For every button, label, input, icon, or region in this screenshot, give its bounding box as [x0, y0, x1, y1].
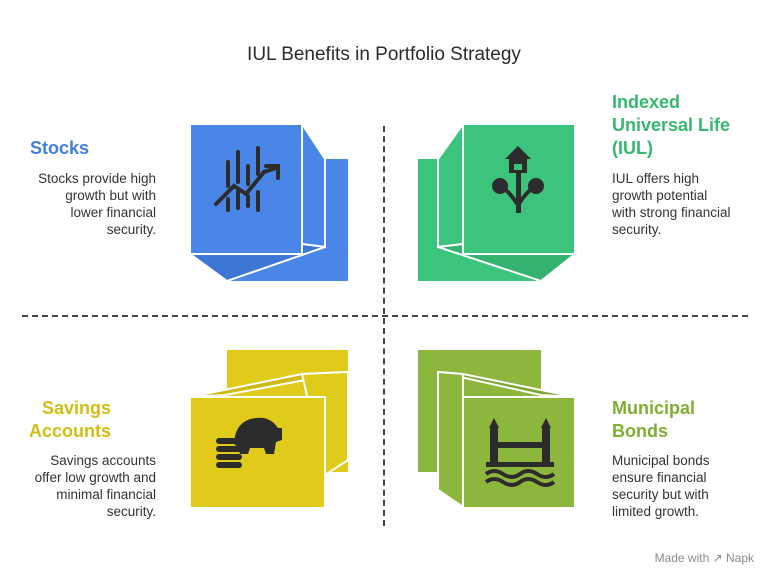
horizontal-divider: [22, 315, 748, 317]
page-title: IUL Benefits in Portfolio Strategy: [247, 44, 521, 65]
savings-cube: [189, 350, 349, 509]
bridge-icon: [484, 418, 556, 487]
municipal-title: Municipal Bonds: [612, 398, 696, 441]
tree-growth-icon: [492, 146, 544, 213]
savings-title: Savings Accounts: [28, 398, 111, 441]
savings-description: Savings accounts offer low growth and mi…: [34, 453, 156, 519]
iul-title: Indexed Universal Life (IUL): [612, 92, 731, 158]
municipal-cube: [418, 350, 576, 509]
iul-cube: [418, 120, 578, 283]
piggy-bank-coins-icon: [216, 417, 282, 468]
vertical-divider: [383, 126, 385, 526]
stocks-description: Stocks provide high growth but with lowe…: [38, 171, 156, 237]
stocks-title: Stocks: [30, 138, 90, 158]
stocks-cube: [187, 120, 348, 283]
made-with-napkin-footer[interactable]: Made with ↗ Napk: [654, 551, 754, 565]
stock-chart-icon: [214, 146, 280, 212]
municipal-description: Municipal bonds ensure financial securit…: [612, 453, 710, 519]
iul-description: IUL offers high growth potential with st…: [612, 171, 731, 237]
